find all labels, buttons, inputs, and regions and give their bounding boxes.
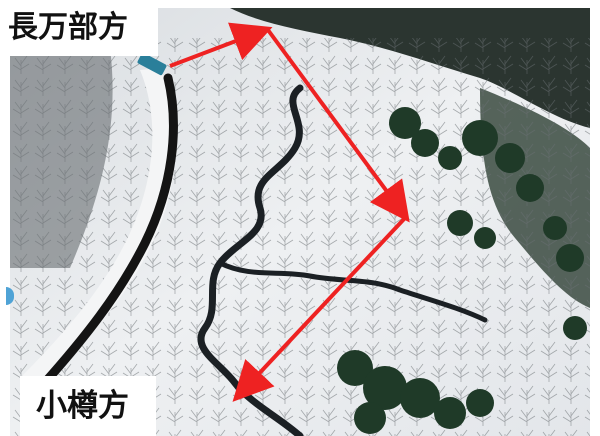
route-arrows (169, 22, 410, 402)
arrow-to-oshamambe (169, 22, 273, 68)
river-branch (217, 260, 488, 323)
label-otaru: 小樽方 (20, 376, 156, 436)
train (137, 52, 167, 76)
arrow-to-otaru (232, 216, 407, 402)
aerial-photo (10, 8, 590, 436)
railway-track (35, 73, 178, 393)
conifer-clusters (337, 107, 587, 434)
side-indicator (6, 287, 14, 305)
label-oshamambe: 長万部方 (0, 0, 158, 56)
arrow-middle (266, 28, 410, 223)
